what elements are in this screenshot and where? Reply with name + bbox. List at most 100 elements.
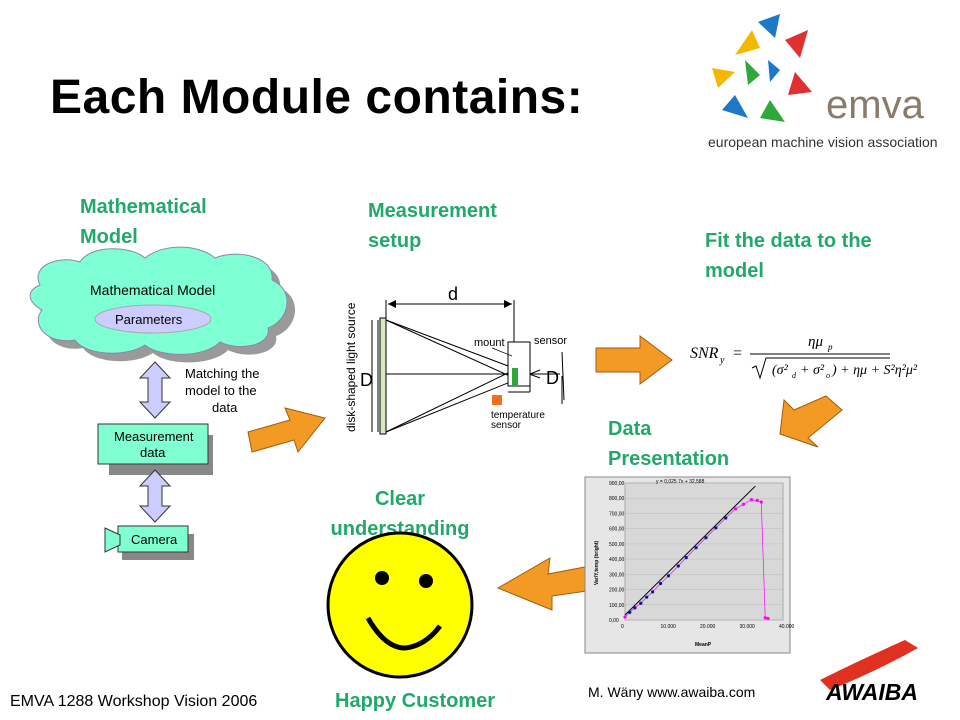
chart-xlabel: MeanP (695, 642, 712, 648)
credit-text: M. Wäny www.awaiba.com (588, 684, 756, 700)
label-fit-data: Fit the data to the model (705, 230, 872, 282)
formula-numerator: ημ (808, 334, 823, 350)
label-data-presentation: Data Presentation (608, 418, 730, 470)
arrow-right-icon (247, 407, 326, 454)
data-point (763, 616, 767, 620)
cloud-title: Mathematical Model (90, 282, 215, 298)
double-arrow-icon (138, 361, 172, 419)
temp-sensor-line-2: sensor (491, 420, 522, 431)
label-clear-understanding: Clear understanding (330, 488, 470, 540)
y-tick-label: 500,00 (609, 542, 625, 548)
x-tick-label: 20.000 (700, 624, 716, 630)
d-label: d (448, 284, 458, 304)
model-cloud (29, 246, 288, 355)
temperature-sensor-icon (492, 395, 502, 405)
light-source-disk (379, 317, 387, 435)
data-point (628, 610, 632, 614)
formula-numerator-sub: p (827, 342, 833, 352)
camera-label: Camera (131, 532, 178, 547)
fit-line (624, 485, 756, 616)
data-point (651, 590, 655, 594)
data-point (724, 516, 728, 520)
data-point (734, 507, 738, 511)
y-tick-label: 300,00 (609, 572, 625, 578)
camera-lens-icon (104, 527, 121, 553)
sqrt-icon (751, 357, 890, 380)
D-right-label: D (546, 368, 559, 388)
light-source-label: disk-shaped light source (344, 302, 358, 432)
awaiba-logo-text: AWAIBA (825, 679, 918, 705)
parameters-label: Parameters (115, 312, 183, 327)
formula-eq: = (733, 345, 742, 362)
x-tick-label: 40.000 (779, 624, 795, 630)
y-tick-label: 0,00 (609, 618, 619, 624)
y-tick-label: 100,00 (609, 603, 625, 609)
y-ticks: 0,00100,00200,00300,00400,00500,00600,00… (609, 481, 625, 624)
data-point (749, 498, 754, 502)
x-tick-label: 10.000 (661, 624, 677, 630)
formula-lhs: SNR (690, 345, 719, 362)
smiley-mouth (365, 616, 442, 651)
x-tick-label: 30.000 (740, 624, 756, 630)
label-measurement-setup: Measurement setup (368, 200, 497, 252)
D-left-label: D (360, 370, 373, 390)
data-point (666, 574, 671, 578)
y-tick-label: 800,00 (609, 496, 625, 502)
measurement-data-line-1: Measurement (114, 429, 194, 444)
sensor-label: sensor (534, 335, 567, 347)
label-mathematical-model: Mathematical Model (80, 196, 207, 248)
svg-text:(σ²: (σ² (772, 363, 789, 378)
svg-text:+ σ²: + σ² (800, 363, 825, 378)
data-point (714, 526, 718, 530)
arrow-down-left-icon (779, 395, 843, 448)
data-point (704, 536, 708, 540)
measurement-data-line-2: data (140, 445, 166, 460)
data-point (676, 564, 680, 568)
matching-line-3: data (212, 400, 238, 415)
y-tick-label: 600,00 (609, 527, 625, 533)
data-point (759, 500, 763, 504)
data-point (755, 498, 759, 503)
data-point (623, 615, 627, 619)
smiley-icon (326, 531, 474, 679)
data-point (741, 502, 746, 506)
data-point (639, 601, 643, 605)
chart-annotation: y = 0,025 7x + 32,588 (656, 479, 705, 485)
matching-line-2: model to the (185, 383, 257, 398)
data-point (633, 606, 637, 610)
parameters-ellipse (94, 304, 212, 334)
svg-text:d: d (792, 371, 797, 380)
plot-area (624, 482, 784, 621)
smiley-eye-right (419, 574, 433, 588)
sensor-element (512, 368, 518, 386)
arrow-right-icon (595, 335, 673, 385)
mount-label: mount (474, 337, 505, 349)
formula-lhs-sub: y (719, 355, 725, 366)
svg-text:o: o (826, 371, 830, 380)
data-points (623, 498, 770, 621)
temp-sensor-line-1: temperature (491, 410, 545, 421)
label-happy-customer: Happy Customer (335, 690, 496, 712)
data-point (766, 616, 770, 621)
double-arrow-icon (138, 469, 172, 523)
matching-line-1: Matching the (185, 366, 259, 381)
y-tick-label: 900,00 (609, 481, 625, 487)
measurement-data-box (97, 423, 209, 465)
slide-title: Each Module contains: (50, 71, 584, 124)
data-point (694, 546, 698, 550)
smiley-eye-left (375, 571, 389, 585)
x-ticks: 0 10.000 20.000 30.000 40.000 (621, 624, 795, 630)
data-point (645, 595, 649, 599)
y-tick-label: 700,00 (609, 511, 625, 517)
x-tick-label: 0 (621, 624, 624, 630)
y-tick-label: 200,00 (609, 588, 625, 594)
camera-box (117, 525, 189, 553)
chart-ylabel: Var/Y,temp (bright) (594, 540, 600, 585)
